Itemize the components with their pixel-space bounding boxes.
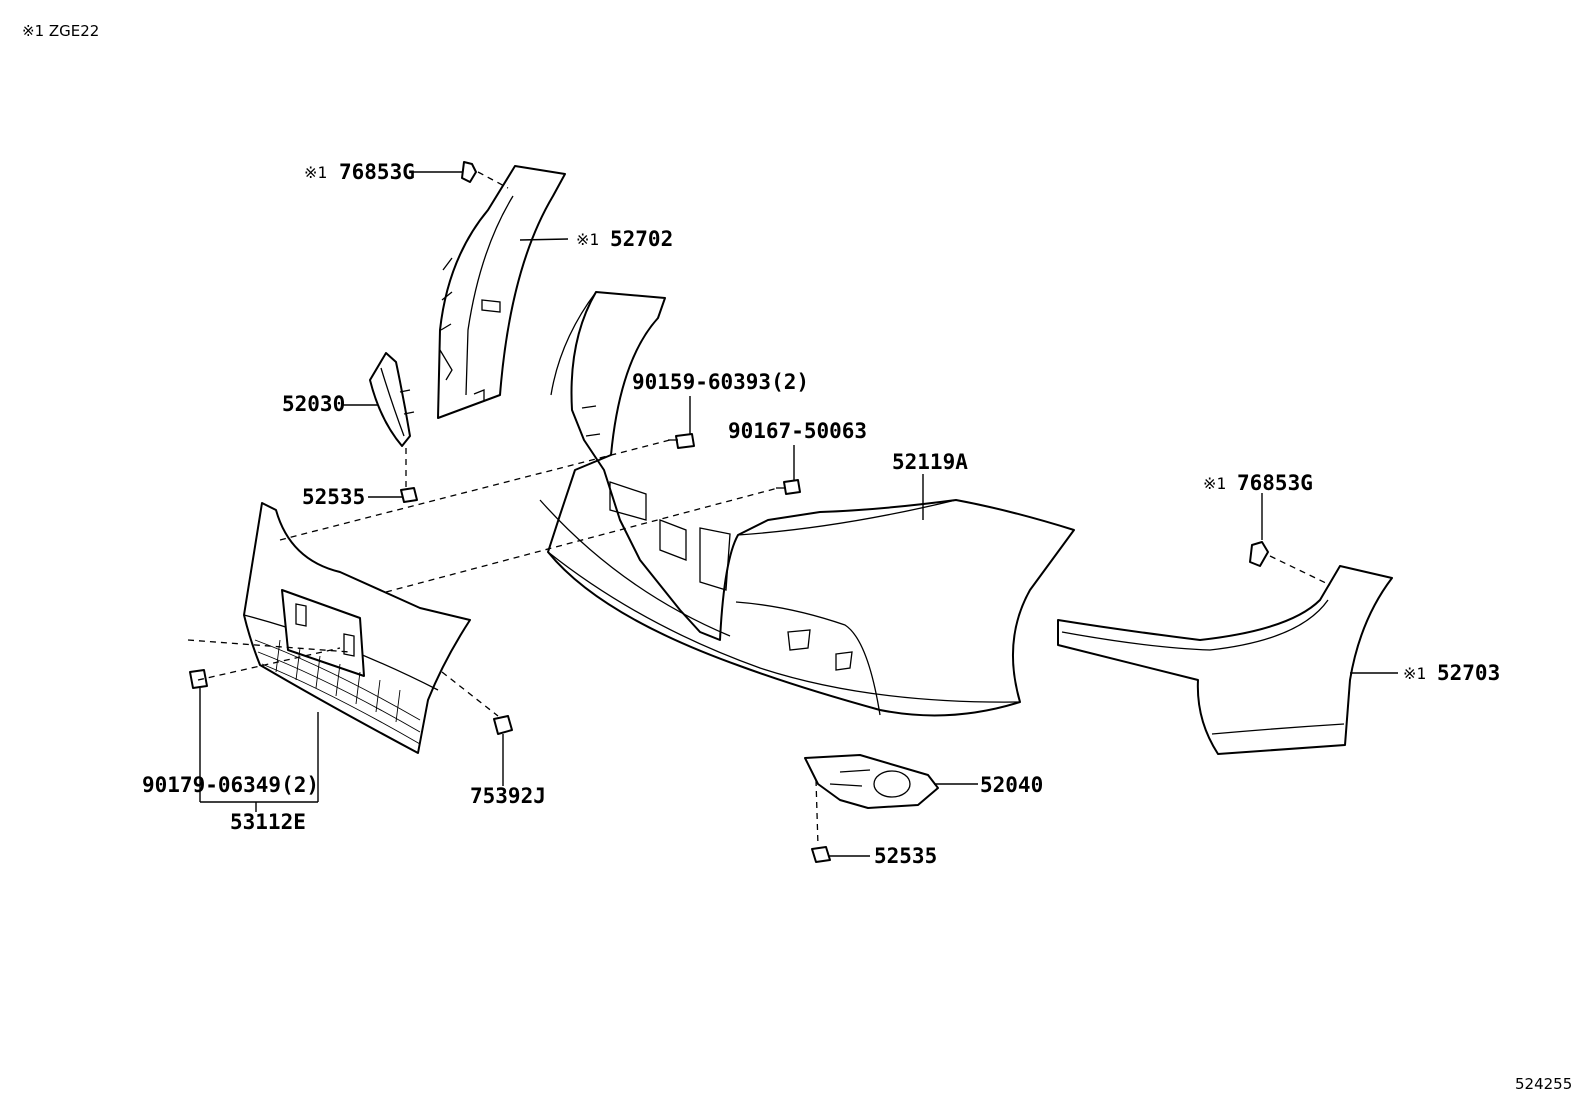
part-52535-bottom-label[interactable]: 52535 (874, 844, 937, 868)
part-52702-label[interactable]: ※1 52702 (576, 227, 673, 251)
grille-mesh (254, 639, 421, 745)
part-90159-60393-label[interactable]: 90159-60393(2) (632, 370, 809, 394)
part-90179-06349-label[interactable]: 90179-06349(2) (142, 773, 319, 797)
bolt-90159-illustration (668, 433, 695, 449)
bumper-cover-illustration (539, 291, 1075, 717)
bolt-90167-illustration (776, 479, 801, 495)
part-52703-label[interactable]: ※1 52703 (1403, 661, 1500, 685)
clip-75392j-illustration (493, 715, 513, 735)
fender-liner-illustration (437, 165, 566, 419)
clip-52535-bottom-illustration (811, 846, 831, 863)
part-52119a-label[interactable]: 52119A (892, 450, 968, 474)
clip-76853g-top-illustration (461, 161, 477, 183)
part-52030-label[interactable]: 52030 (282, 392, 345, 416)
svg-text:52702: 52702 (610, 227, 673, 251)
model-note: ※1 ZGE22 (22, 22, 99, 40)
part-52040-label[interactable]: 52040 (980, 773, 1043, 797)
svg-text:76853G: 76853G (339, 160, 415, 184)
svg-text:※1: ※1 (304, 163, 327, 182)
leader-lines (199, 171, 1398, 857)
part-53112e-label[interactable]: 53112E (230, 810, 306, 834)
grille-illustration (243, 502, 471, 754)
svg-text:※1: ※1 (1203, 474, 1226, 493)
nut-90179-illustration (189, 669, 208, 689)
part-76853g-right-label[interactable]: ※1 76853G (1203, 471, 1313, 495)
part-90167-50063-label[interactable]: 90167-50063 (728, 419, 867, 443)
fog-lamp-cover-illustration (804, 754, 939, 809)
side-bracket-illustration (369, 352, 415, 447)
svg-text:76853G: 76853G (1237, 471, 1313, 495)
side-extension-illustration (1057, 565, 1393, 755)
clip-76853g-right-illustration (1249, 541, 1269, 567)
installation-lines (187, 171, 1331, 847)
svg-text:※1: ※1 (1403, 664, 1426, 683)
clip-52535-left-illustration (400, 487, 418, 503)
part-75392j-label[interactable]: 75392J (470, 784, 546, 808)
part-76853g-top-label[interactable]: ※1 76853G (304, 160, 415, 184)
diagram-number: 524255 (1515, 1075, 1572, 1093)
part-52535-left-label[interactable]: 52535 (302, 485, 365, 509)
svg-text:※1: ※1 (576, 230, 599, 249)
svg-text:52703: 52703 (1437, 661, 1500, 685)
